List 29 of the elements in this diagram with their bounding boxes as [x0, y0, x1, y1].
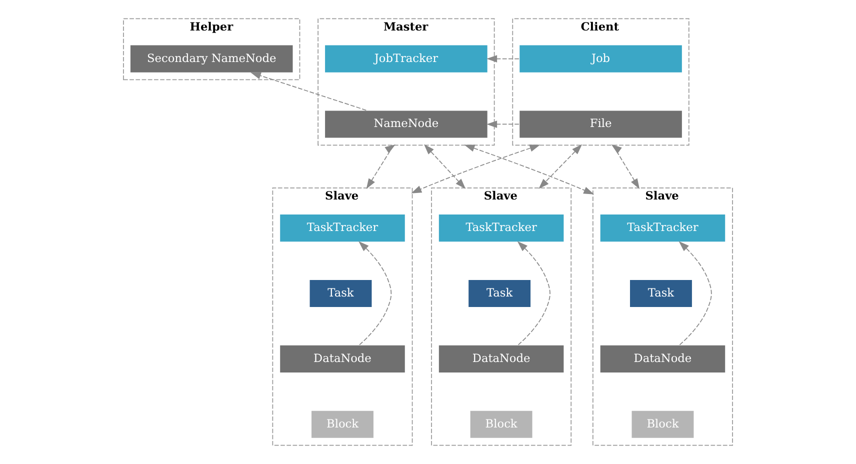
node-box: Task: [308, 279, 373, 308]
node-box: Block: [630, 410, 695, 439]
arrow: [611, 144, 640, 190]
node-box: Task: [468, 279, 532, 308]
node-box: Job: [518, 44, 683, 74]
arrow: [678, 241, 712, 346]
arrow: [411, 144, 540, 194]
arrow: [366, 144, 396, 190]
node-box: Secondary NameNode: [130, 44, 294, 74]
arrow: [464, 144, 594, 194]
arrow: [538, 144, 582, 189]
arrow: [250, 72, 367, 111]
node-box: Task: [629, 279, 693, 308]
node-box: TaskTracker: [279, 214, 406, 242]
node-box: File: [518, 110, 683, 139]
node-box: Block: [469, 410, 534, 439]
arrow: [424, 144, 466, 189]
node-box: JobTracker: [324, 44, 488, 74]
node-box: DataNode: [438, 344, 565, 374]
node-box: DataNode: [279, 344, 406, 374]
node-box: NameNode: [324, 110, 488, 139]
arrow: [517, 241, 550, 346]
node-box: DataNode: [599, 344, 726, 374]
arrow: [358, 241, 392, 346]
arrow: [486, 55, 520, 62]
node-box: TaskTracker: [438, 214, 565, 242]
node-box: TaskTracker: [599, 214, 726, 242]
arrow: [486, 120, 520, 128]
node-box: Block: [310, 410, 374, 439]
